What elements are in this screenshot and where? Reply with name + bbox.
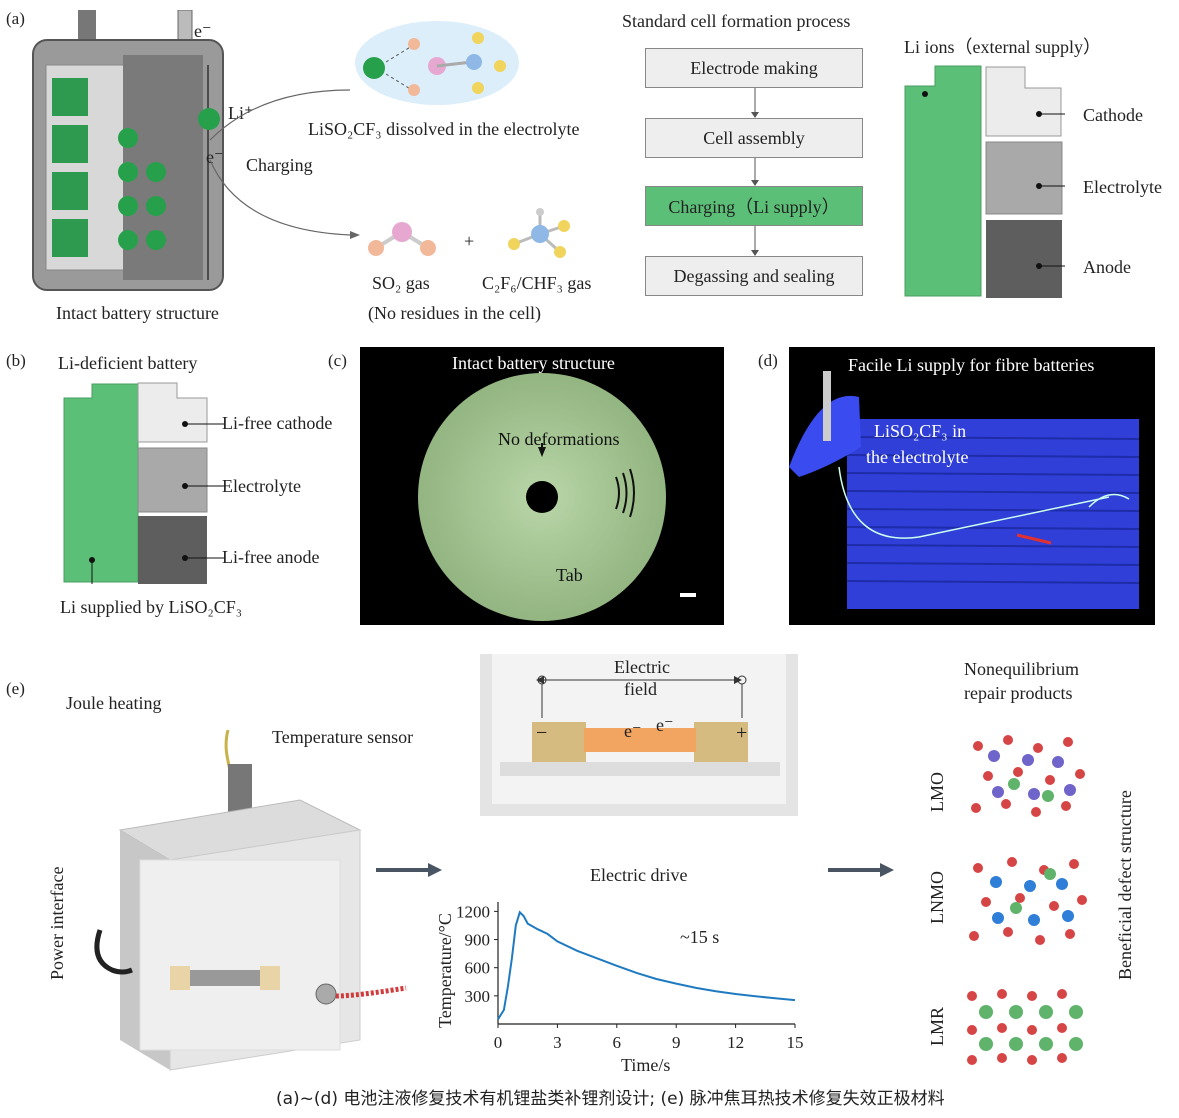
chart-ticks: 0 3 6 9 12 15 300 600 900 1200 (456, 902, 804, 1052)
d-electrolyte-line1: LiSO₂CF₃ in (874, 421, 967, 441)
lisocf3-molecule (355, 21, 519, 105)
x-tick-label: 0 (494, 1033, 503, 1052)
noneq-line2: repair products (964, 683, 1073, 703)
chart-ylabel: Temperature/°C (435, 913, 455, 1028)
li-ions-label: Li ions（external supply） (904, 37, 1101, 57)
x-tick-label: 15 (787, 1033, 804, 1052)
intact-battery-photo (360, 347, 724, 625)
chart-xlabel: Time/s (621, 1055, 671, 1075)
lmr-label: LMR (927, 1006, 947, 1046)
electric-drive-label: Electric drive (590, 865, 688, 885)
so2-gas-label: SO₂ gas (372, 273, 430, 293)
li-deficient-green-layer (63, 383, 139, 584)
electrolyte-label: Electrolyte (1083, 177, 1162, 197)
cell-layers (985, 66, 1065, 298)
d-title: Facile Li supply for fibre batteries (848, 355, 1095, 375)
x-tick-label: 6 (613, 1033, 622, 1052)
lmr-structure (967, 989, 1083, 1065)
lmo-label: LMO (927, 772, 947, 812)
panel-label-c: (c) (328, 351, 347, 370)
y-tick-label: 300 (465, 987, 491, 1006)
electric-field-inset (480, 654, 798, 816)
c-title: Intact battery structure (452, 353, 615, 373)
noneq-line1: Nonequilibrium (964, 659, 1079, 679)
beneficial-defect-label: Beneficial defect structure (1115, 790, 1135, 980)
battery-caption: Intact battery structure (56, 303, 219, 323)
li-source-layer (904, 65, 982, 297)
li-supplied-label: Li supplied by LiSO₂CF₃ (60, 597, 243, 617)
cf-molecule (508, 208, 570, 258)
dissolved-caption: LiSO₂CF₃ dissolved in the electrolyte (308, 119, 580, 139)
minus-terminal: − (536, 722, 548, 744)
joule-heating-box (94, 730, 407, 1071)
anode-label: Anode (1083, 257, 1131, 277)
panel-label-b: (b) (6, 351, 26, 370)
power-interface-label: Power interface (47, 866, 67, 980)
cf-gas-label: C₂F₆/CHF₃ gas (482, 273, 592, 293)
arrow-right-1 (376, 863, 442, 877)
figure-caption: (a)~(d) 电池注液修复技术有机锂盐类补锂剂设计; (e) 脉冲焦耳热技术修… (276, 1089, 945, 1109)
temperature-sensor-label: Temperature sensor (272, 727, 414, 747)
plus-sign: + (464, 231, 475, 251)
plus-terminal: + (736, 722, 748, 744)
li-free-cathode-label: Li-free cathode (222, 413, 333, 433)
y-tick-label: 1200 (456, 902, 490, 921)
joule-heating-label: Joule heating (66, 693, 162, 713)
step-charging: Charging（Li supply） (645, 186, 863, 226)
b-electrolyte-label: Electrolyte (222, 476, 301, 496)
lmo-structure (971, 735, 1085, 817)
li-deficient-title: Li-deficient battery (58, 353, 198, 373)
y-tick-label: 900 (465, 931, 491, 950)
panel-label-d: (d) (758, 351, 778, 370)
arrow-right-2 (828, 863, 894, 877)
reaction-arrows (209, 89, 360, 239)
step-cell-assembly: Cell assembly (645, 118, 863, 158)
x-tick-label: 9 (672, 1033, 681, 1052)
electron-1: e⁻ (624, 721, 642, 741)
temperature-series-line (497, 910, 796, 1020)
no-deformations-label: No deformations (498, 429, 620, 449)
charging-label: Charging (246, 155, 313, 175)
li-free-anode-label: Li-free anode (222, 547, 320, 567)
lnmo-label: LNMO (927, 871, 947, 924)
chart-axes (497, 902, 795, 1025)
d-electrolyte-line2: the electrolyte (866, 447, 969, 467)
cathode-label: Cathode (1083, 105, 1143, 125)
lnmo-structure (969, 857, 1087, 945)
process-title: Standard cell formation process (622, 11, 851, 31)
x-tick-label: 3 (553, 1033, 562, 1052)
step-degassing: Degassing and sealing (645, 256, 863, 296)
process-arrows (751, 88, 759, 256)
crystal-structures (967, 735, 1087, 1065)
electron-2: e⁻ (656, 715, 674, 735)
li-ion-icon (198, 108, 220, 130)
no-residues-label: (No residues in the cell) (368, 303, 541, 323)
x-tick-label: 12 (727, 1033, 744, 1052)
fibre-battery-photo (789, 347, 1155, 625)
temperature-chart: 0 3 6 9 12 15 300 600 900 1200 (456, 902, 804, 1052)
duration-annotation: ~15 s (680, 927, 720, 947)
battery-illustration (32, 10, 224, 291)
li-deficient-layers (137, 382, 225, 584)
li-plus-label: Li⁺ (228, 103, 254, 123)
electron-top-label: e⁻ (194, 21, 212, 41)
y-tick-label: 600 (465, 959, 491, 978)
electric-field-line2: field (624, 679, 657, 699)
panel-label-a: (a) (6, 9, 25, 28)
panel-label-e: (e) (6, 679, 25, 698)
step-electrode-making: Electrode making (645, 48, 863, 88)
electric-field-line1: Electric (614, 657, 670, 677)
so2-molecule (368, 222, 436, 256)
tab-label: Tab (556, 565, 583, 585)
